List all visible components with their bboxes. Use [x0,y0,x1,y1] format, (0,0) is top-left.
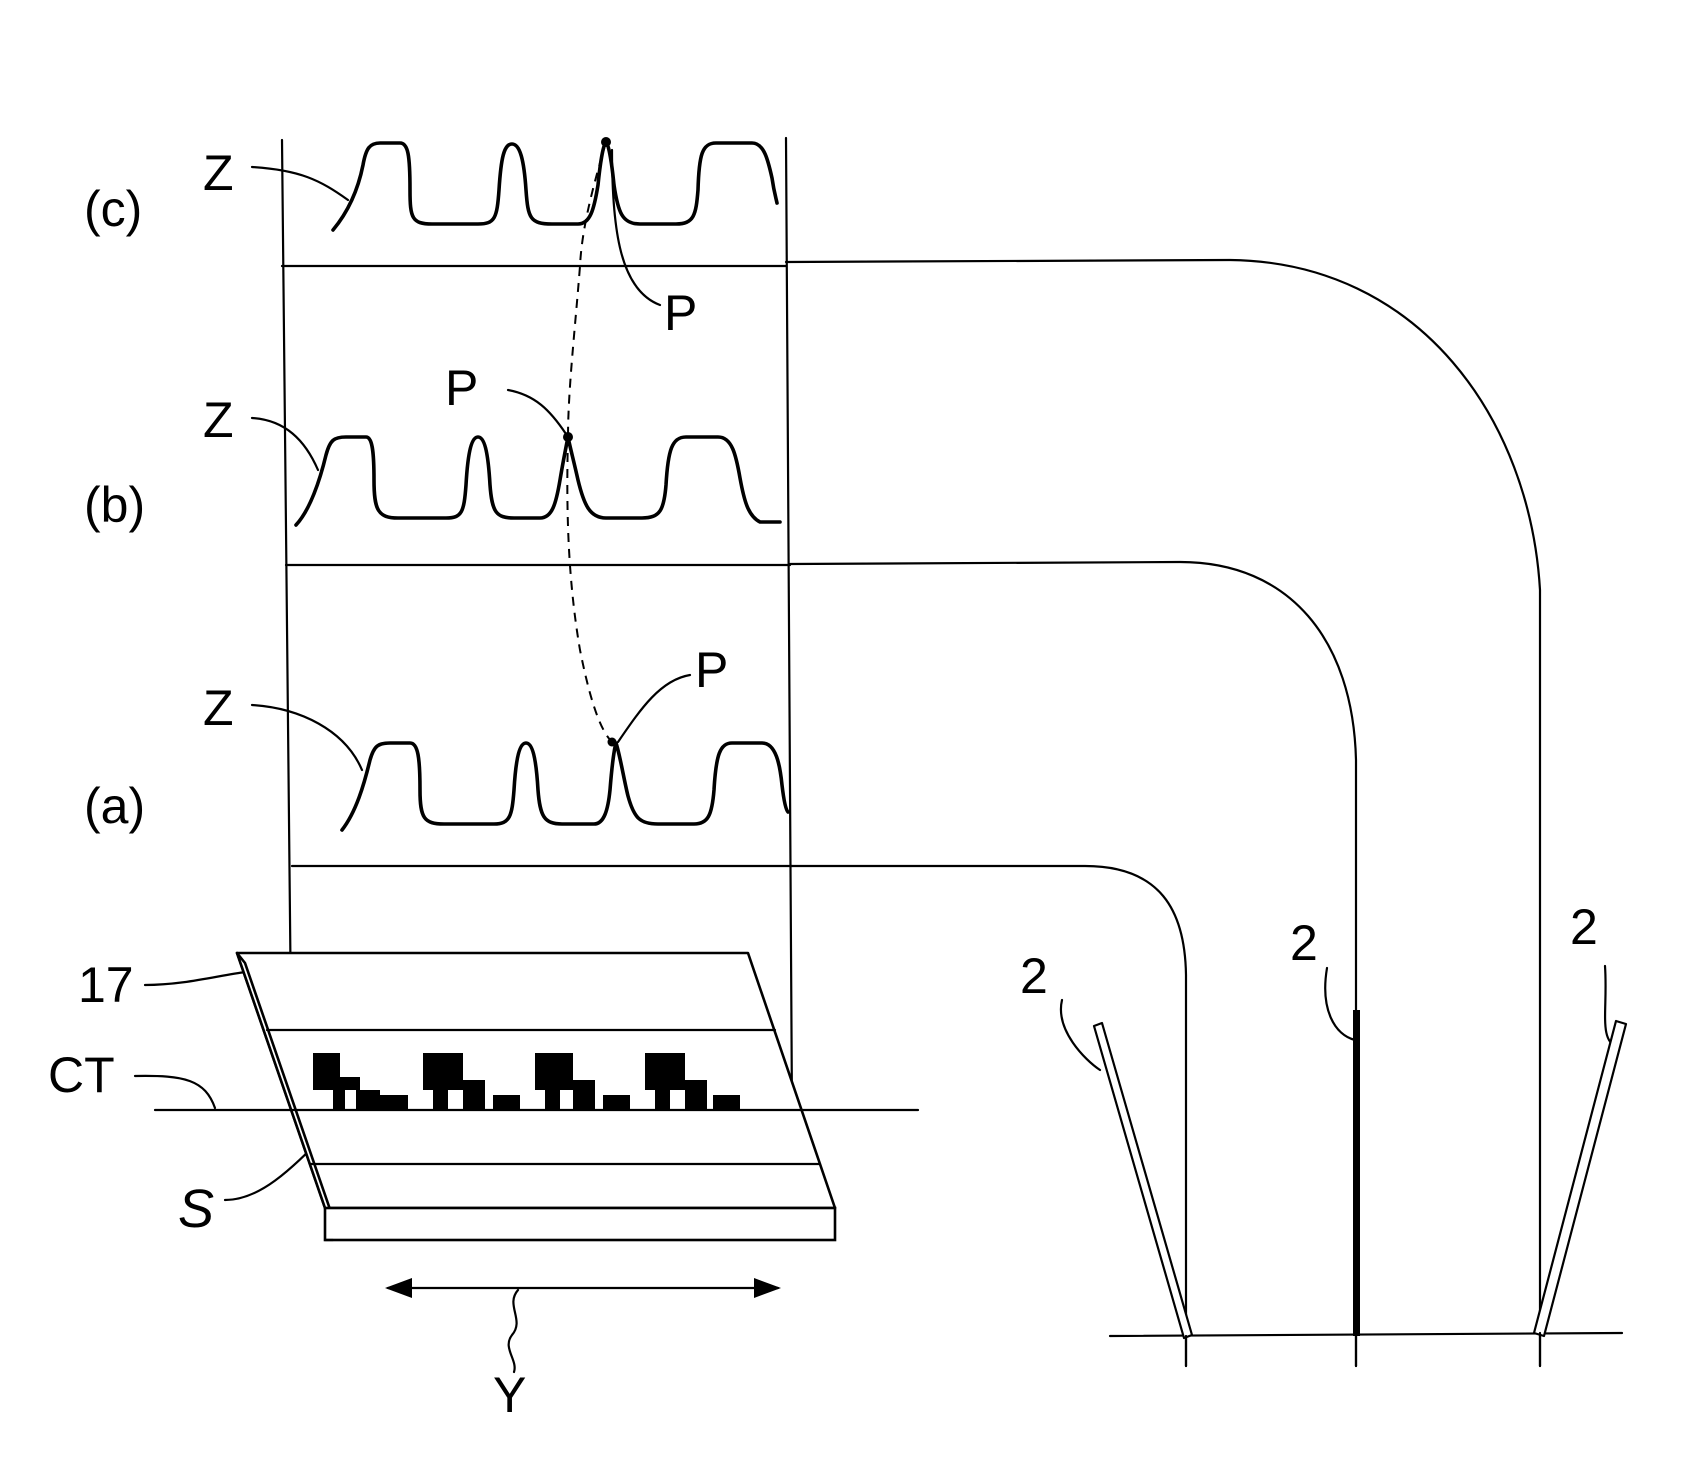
probe-middle [1353,1010,1360,1336]
label-p-b: P [445,360,478,416]
waveform-a [342,743,788,830]
waveform-c [333,142,777,230]
y-direction-arrow [385,1278,781,1298]
peak-point-c [601,137,611,147]
peak-trajectory [563,137,617,747]
label-panel-b: (b) [84,477,145,533]
label-probe-middle: 2 [1290,915,1318,971]
label-panel-c: (c) [84,181,142,237]
label-panel-a: (a) [84,778,145,834]
label-z-b: Z [203,392,234,448]
waveform-b [296,437,780,525]
label-y: Y [493,1367,526,1423]
label-s: S [178,1179,214,1239]
baseline-ticks [1186,1333,1540,1366]
label-z-a: Z [203,680,234,736]
label-ct: CT [48,1047,115,1103]
label-probe-left: 2 [1020,948,1048,1004]
probe-right [1534,1021,1626,1336]
test-substrate [237,953,835,1240]
label-17: 17 [78,957,134,1013]
label-z-c: Z [203,145,234,201]
peak-point-a [608,738,617,747]
probe-left [1094,1023,1192,1338]
signal-curves [786,260,1540,1366]
label-p-a: P [695,642,728,698]
label-p-c: P [664,285,697,341]
label-probe-right: 2 [1570,899,1598,955]
